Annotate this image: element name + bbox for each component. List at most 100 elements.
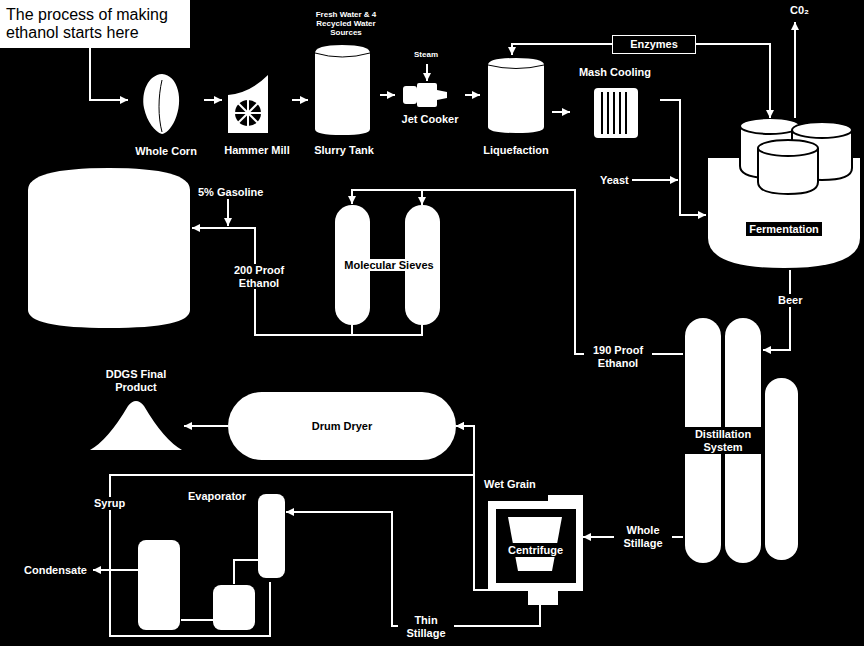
- flow-pipe: [380, 94, 395, 96]
- corn-icon: Whole Corn: [128, 72, 204, 158]
- node-label: The process of making ethanol starts her…: [0, 3, 190, 46]
- text-holder: Slurry Tank: [308, 45, 380, 157]
- evaporator-shape: [188, 490, 286, 582]
- drawing-part: [143, 74, 179, 134]
- drawing-part: [352, 190, 422, 204]
- drawing-part: [625, 92, 627, 134]
- text-holder: Enzymes: [613, 36, 695, 53]
- drawing-part: [607, 92, 609, 134]
- flow-pipe: [512, 44, 612, 55]
- hammer-mill: Hammer Mill: [222, 75, 292, 157]
- flow-label: 200 Proof Ethanol: [228, 264, 290, 289]
- drawing-part: [594, 88, 638, 138]
- flow-pipe: [696, 44, 770, 118]
- text-holder: Whole Corn: [128, 72, 204, 158]
- drawing-part: [235, 100, 261, 126]
- text-holder: Mash Cooling: [570, 66, 660, 144]
- mash-cooler: Mash Cooling: [570, 66, 660, 144]
- text-holder: Fermentation: [706, 118, 862, 270]
- flow-pipe: [184, 425, 228, 427]
- slurry-tank-shape: [308, 45, 380, 157]
- drawing-part: [632, 179, 678, 181]
- evaporator-vessel: [213, 585, 255, 630]
- drawing-part: [496, 509, 576, 583]
- flow-pipe: [763, 270, 790, 350]
- centrifuge: Centrifuge: [488, 495, 583, 605]
- drawing-part: [352, 325, 422, 335]
- text-holder: Hammer Mill: [222, 75, 292, 157]
- drawing-part: [601, 92, 603, 134]
- fermentation-tanks: Fermentation: [706, 118, 862, 270]
- drawing-part: [315, 45, 370, 135]
- drawing-part: [488, 65, 544, 69]
- flow-label: Fresh Water & 4 Recycled Water Sources: [304, 10, 388, 38]
- drawing-part: [192, 228, 352, 335]
- drawing-part: [93, 569, 138, 571]
- flow-label: 5% Gasoline: [196, 186, 265, 199]
- liquefaction-tank: Liquefaction: [480, 55, 552, 157]
- text-holder: Liquefaction: [480, 55, 552, 157]
- node-label: Evaporator: [188, 490, 246, 503]
- node-label: Enzymes: [630, 38, 678, 51]
- flow-pipe: [292, 99, 308, 101]
- drawing-part: [426, 64, 428, 81]
- distillation-column: [765, 378, 798, 560]
- flow-pipe: [456, 426, 488, 590]
- drawing-part: [315, 53, 370, 57]
- text-holder: Drum Dryer: [228, 392, 456, 460]
- flow-label: Beer: [776, 294, 804, 307]
- drawing-part: [488, 58, 544, 133]
- drawing-part: [235, 112, 261, 114]
- drawing-part: [228, 392, 456, 460]
- node-label: Liquefaction: [483, 144, 548, 157]
- ddgs-pile: DDGS Final Product: [88, 368, 184, 452]
- node-label: Slurry Tank: [314, 144, 374, 157]
- text-holder: Evaporator: [188, 490, 286, 582]
- drawing-part: [258, 494, 285, 578]
- flow-label: Whole Stillage: [614, 524, 672, 549]
- evaporator: Evaporator: [188, 490, 286, 582]
- node-label: Molecular Sieves: [342, 259, 435, 272]
- node-label: Drum Dryer: [312, 420, 373, 433]
- corn-icon-shape: [128, 72, 204, 158]
- text-holder: DDGS Final Product: [88, 368, 184, 452]
- drawing-part: [234, 560, 258, 584]
- flow-label: Syrup: [92, 497, 127, 510]
- flow-label: Steam: [412, 50, 440, 59]
- drawing-part: [758, 140, 818, 156]
- flow-label: Thin Stillage: [398, 614, 454, 639]
- drawing-part: [90, 401, 182, 450]
- flow-pipe: [465, 94, 480, 96]
- ddgs-pile-shape: [88, 368, 184, 452]
- flow-label: Condensate: [22, 564, 89, 577]
- pipes: [93, 22, 795, 620]
- node-label: Distillation System: [683, 427, 763, 454]
- input-box: Enzymes: [612, 35, 696, 54]
- text-holder: The process of making ethanol starts her…: [0, 0, 190, 48]
- text-holder: Jet Cooker: [395, 82, 465, 126]
- node-label: DDGS Final Product: [88, 368, 184, 393]
- drawing-part: [619, 92, 621, 134]
- flow-label: C0₂: [788, 4, 811, 17]
- drum-dryer: Drum Dryer: [228, 392, 456, 460]
- text-holder: Centrifuge: [488, 495, 583, 605]
- drawing-part: [228, 75, 268, 133]
- flow-pipe: [660, 100, 706, 215]
- node-label: Jet Cooker: [402, 113, 459, 126]
- flow-label: 190 Proof Ethanol: [584, 344, 652, 369]
- node-label: Whole Corn: [135, 145, 197, 158]
- jet-cooker: Jet Cooker: [395, 82, 465, 126]
- drawing-part: [235, 100, 261, 126]
- evaporator-vessel: [138, 540, 180, 630]
- slurry-tank: Slurry Tank: [308, 45, 380, 157]
- text-holder: Distillation System: [683, 318, 763, 563]
- drawing-part: [437, 90, 447, 100]
- drawing-part: [181, 619, 213, 621]
- drawing-part: [488, 495, 583, 605]
- liquefaction-tank-shape: [480, 55, 552, 157]
- start-callout: The process of making ethanol starts her…: [0, 0, 190, 48]
- drawing-part: [403, 86, 417, 104]
- flow-label: Wet Grain: [482, 478, 538, 491]
- node-label: Hammer Mill: [224, 144, 289, 157]
- distillation-columns: Distillation System: [683, 318, 763, 563]
